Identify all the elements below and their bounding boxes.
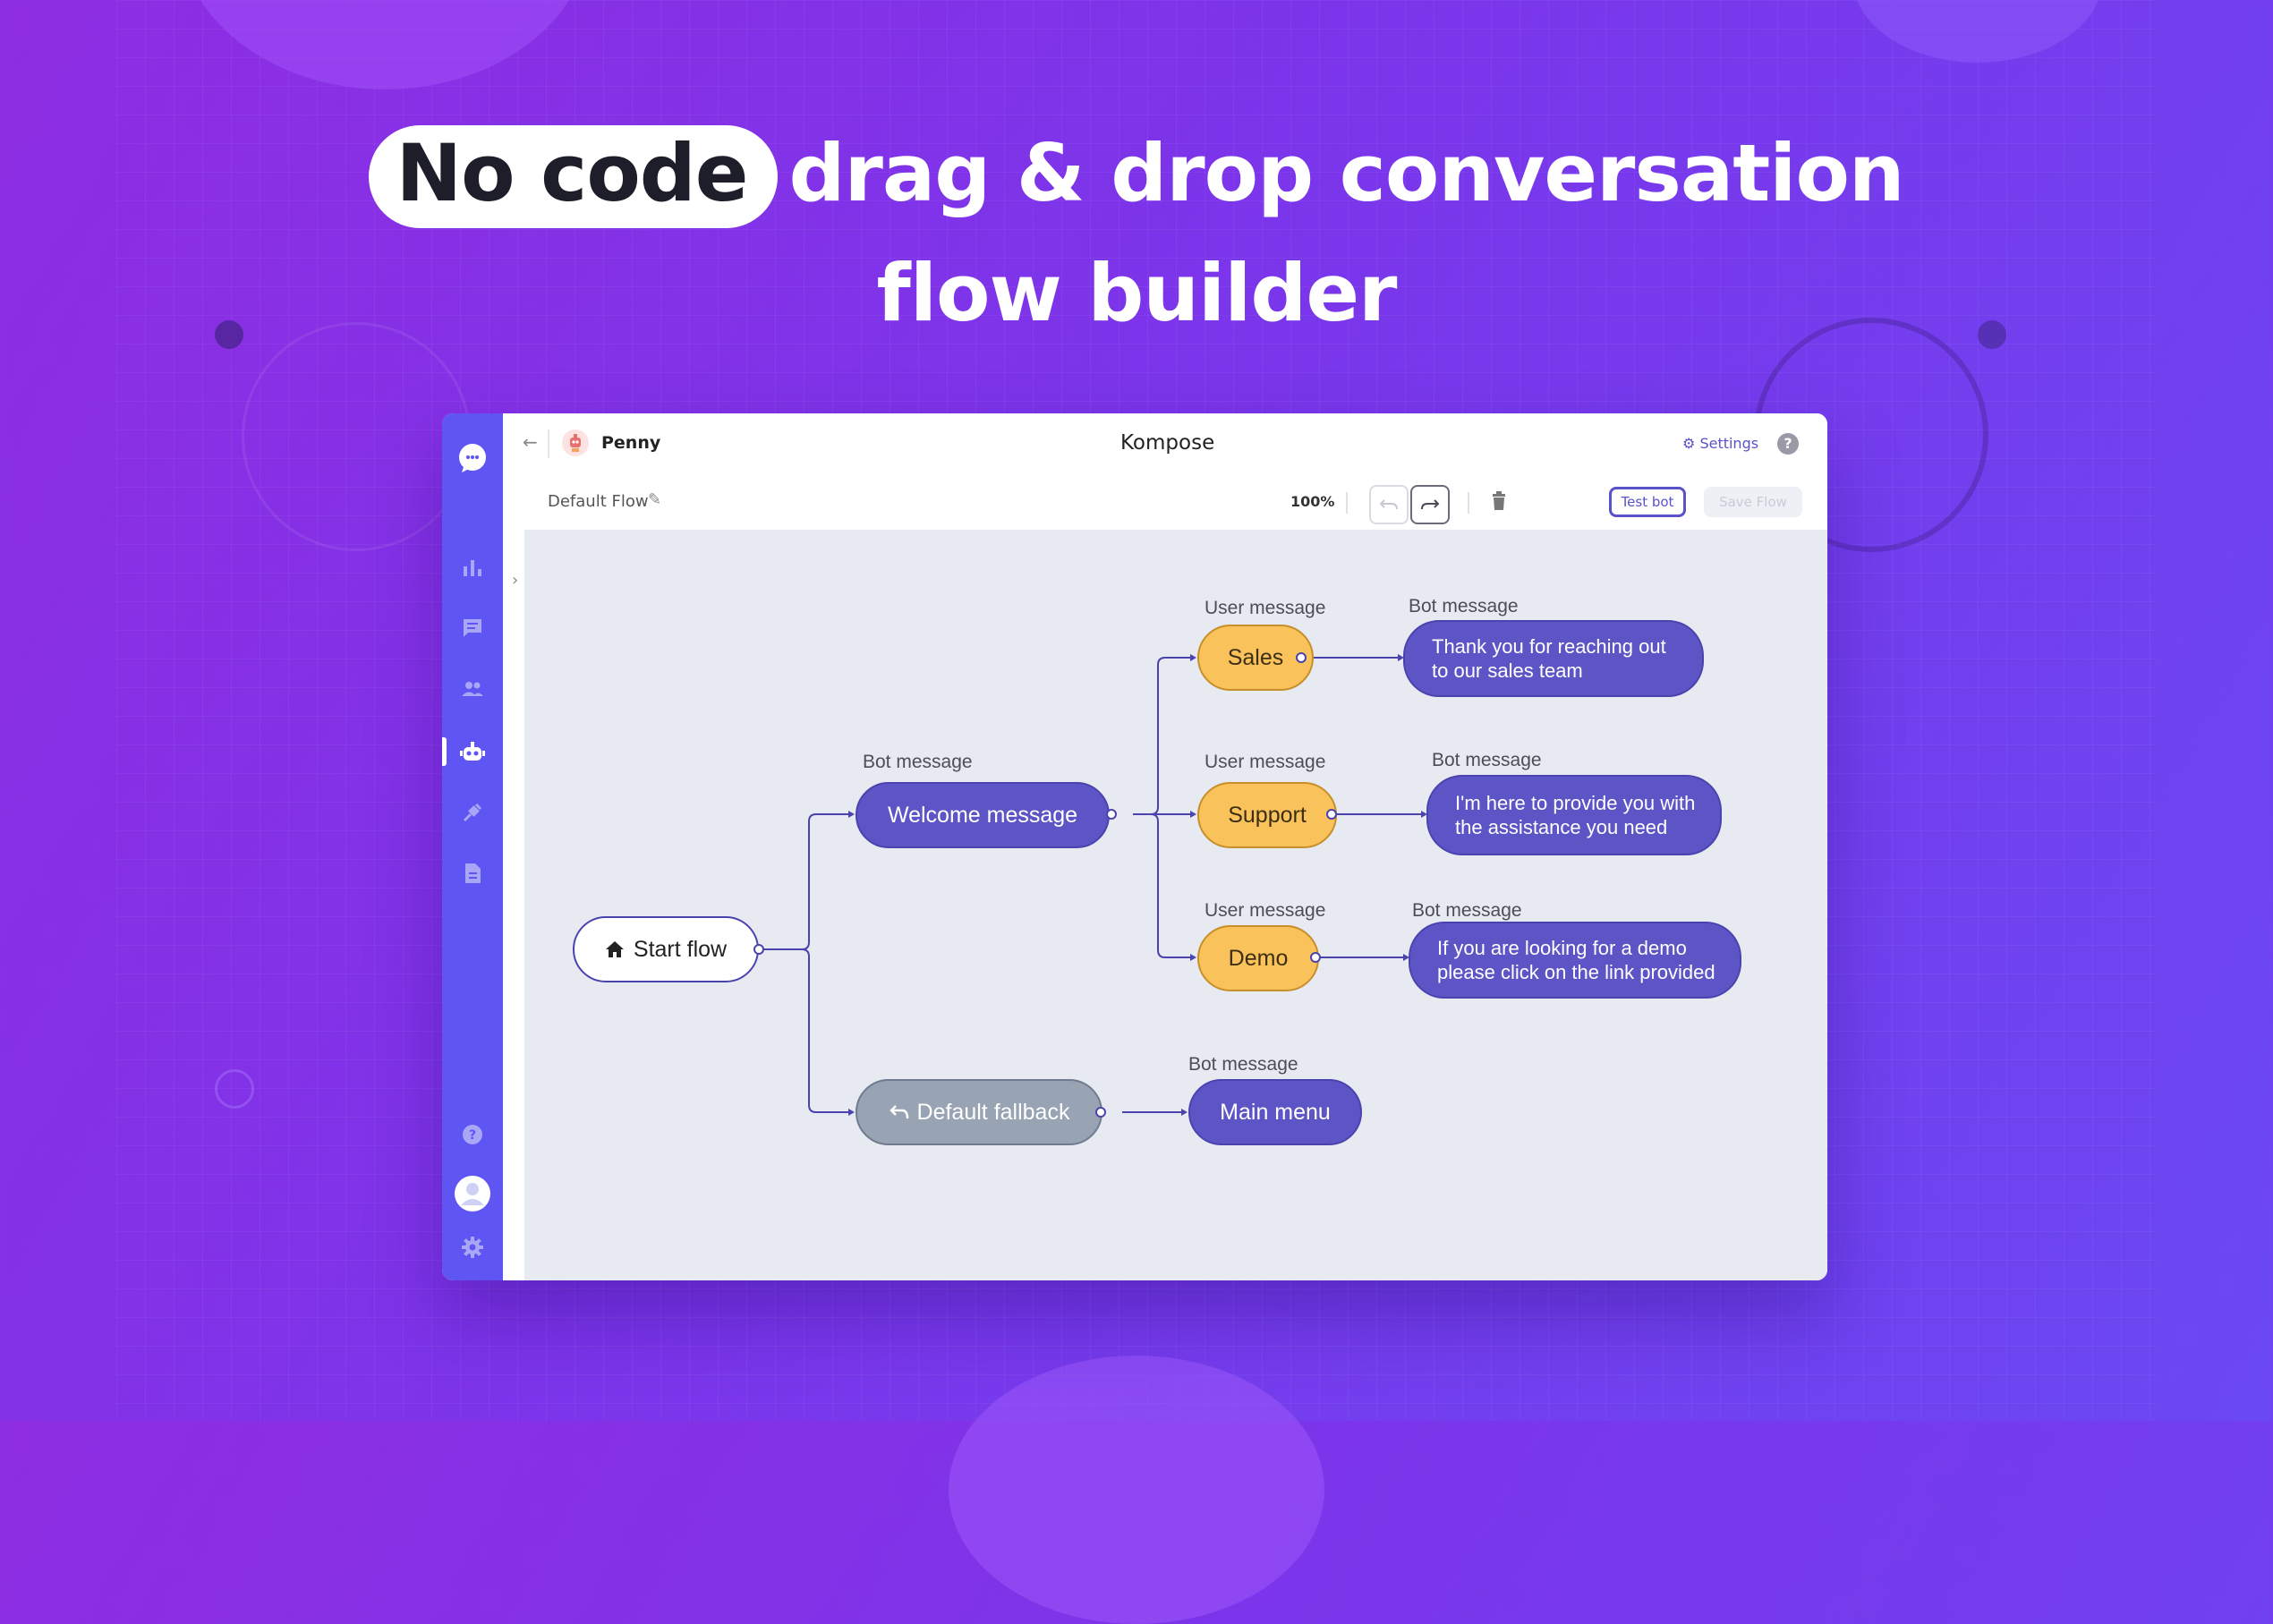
demo-node-type-label: User message	[1205, 900, 1326, 921]
users-icon[interactable]	[458, 675, 487, 703]
test-bot-button[interactable]: Test bot	[1609, 487, 1686, 517]
flow-name[interactable]: Default Flow	[548, 492, 649, 511]
toolbar-divider-1	[1346, 492, 1348, 514]
save-flow-button[interactable]: Save Flow	[1704, 487, 1802, 517]
app-logo-icon[interactable]	[455, 440, 490, 476]
support-port[interactable]	[1326, 809, 1337, 820]
flow-connectors	[759, 654, 1427, 1116]
default-fallback-port[interactable]	[1095, 1107, 1106, 1118]
active-indicator	[442, 737, 447, 766]
default-fallback-label: Default fallback	[916, 1099, 1070, 1125]
deco-small-ring	[215, 1069, 254, 1109]
support-node[interactable]: Support	[1197, 782, 1337, 848]
question-icon[interactable]: ?	[1777, 433, 1799, 455]
sales-reply-node[interactable]: Thank you for reaching out to our sales …	[1403, 620, 1704, 697]
welcome-message-port[interactable]	[1106, 809, 1117, 820]
hero-highlight-pill: No code	[369, 125, 779, 228]
bot-name: Penny	[601, 433, 661, 453]
deco-circle-bottom	[949, 1356, 1324, 1624]
welcome-message-node[interactable]: Welcome message	[856, 782, 1110, 848]
demo-reply-type-label: Bot message	[1412, 900, 1522, 921]
settings-link[interactable]: ⚙ Settings	[1682, 435, 1758, 452]
app-window: ? ← Penny Kompose ⚙ Settings ? Default F…	[442, 413, 1827, 1280]
undo-icon	[1379, 499, 1398, 510]
sales-node[interactable]: Sales	[1197, 625, 1314, 691]
start-flow-port[interactable]	[753, 944, 764, 955]
integrations-icon[interactable]	[458, 798, 487, 827]
home-icon	[605, 941, 624, 957]
app-title: Kompose	[1120, 431, 1215, 455]
main-menu-node[interactable]: Main menu	[1188, 1079, 1362, 1145]
avatar[interactable]	[453, 1174, 492, 1213]
chat-icon[interactable]	[458, 614, 487, 642]
expand-panel-chevron-icon[interactable]: ›	[512, 571, 519, 590]
welcome-node-type-label: Bot message	[863, 752, 973, 772]
settings-icon[interactable]	[458, 1233, 487, 1262]
zoom-level[interactable]: 100%	[1290, 493, 1335, 510]
analytics-icon[interactable]	[458, 553, 487, 582]
demo-reply-node[interactable]: If you are looking for a demo please cli…	[1409, 922, 1741, 999]
main-menu-type-label: Bot message	[1188, 1054, 1298, 1075]
edit-pencil-icon[interactable]: ✎	[648, 490, 662, 509]
support-reply-type-label: Bot message	[1432, 750, 1542, 770]
start-flow-label: Start flow	[633, 936, 728, 962]
demo-node[interactable]: Demo	[1197, 925, 1319, 991]
trash-icon[interactable]	[1491, 491, 1507, 514]
svg-text:?: ?	[469, 1128, 476, 1143]
deco-dot-left	[215, 320, 243, 349]
undo-button[interactable]	[1369, 485, 1409, 524]
reply-arrow-icon	[889, 1105, 908, 1119]
sidebar: ?	[442, 413, 503, 1280]
sales-reply-type-label: Bot message	[1409, 596, 1519, 616]
redo-icon	[1421, 499, 1440, 510]
support-reply-node[interactable]: I'm here to provide you with the assista…	[1426, 775, 1722, 855]
settings-label: Settings	[1699, 435, 1759, 452]
sales-port[interactable]	[1296, 652, 1307, 663]
bot-icon[interactable]	[458, 737, 487, 766]
bot-avatar-icon	[562, 429, 589, 456]
hero-line-2: flow builder	[876, 247, 1398, 339]
redo-button[interactable]	[1410, 485, 1450, 524]
sales-node-type-label: User message	[1205, 598, 1326, 618]
help-icon[interactable]: ?	[458, 1120, 487, 1149]
toolbar-divider-2	[1468, 492, 1469, 514]
start-flow-node[interactable]: Start flow	[573, 916, 759, 982]
docs-icon[interactable]	[458, 859, 487, 888]
demo-port[interactable]	[1310, 952, 1321, 963]
header-divider	[548, 429, 549, 458]
hero-line-1-rest: drag & drop conversation	[788, 127, 1904, 219]
top-bar: ← Penny Kompose ⚙ Settings ? Default Flo…	[503, 413, 1827, 530]
default-fallback-node[interactable]: Default fallback	[856, 1079, 1102, 1145]
support-node-type-label: User message	[1205, 752, 1326, 772]
settings-gear-icon: ⚙	[1682, 435, 1696, 452]
deco-ring-left	[242, 322, 471, 551]
deco-dot-right	[1978, 320, 2006, 349]
back-arrow-icon[interactable]: ←	[523, 431, 538, 453]
flow-canvas[interactable]: ›	[512, 530, 1827, 1280]
